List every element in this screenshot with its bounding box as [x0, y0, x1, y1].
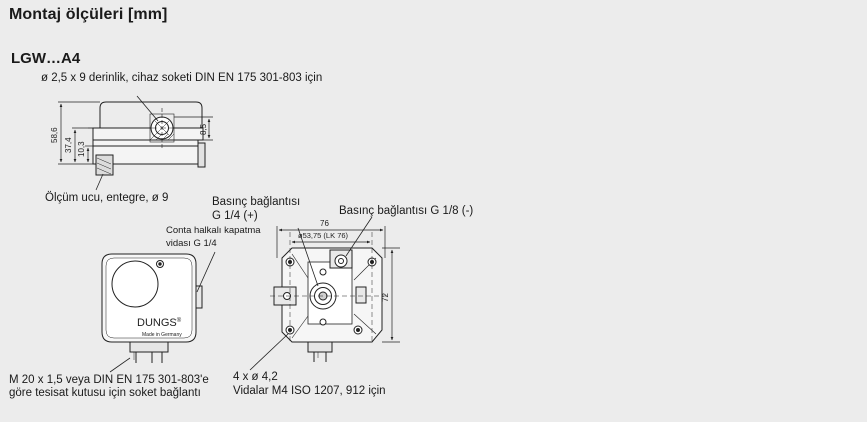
socket-connection-label-1: M 20 x 1,5 veya DIN EN 175 301-803'e [9, 374, 209, 386]
brand-logo: DUNGS® [137, 317, 182, 329]
socket-hole-label: ø 2,5 x 9 derinlik, cihaz soketi DIN EN … [41, 72, 323, 84]
dim-10-3: 10,3 [77, 141, 86, 157]
front-view-drawing [101, 251, 216, 373]
side-view-dimensions: 58,6 37,4 10,3 8,5 [50, 101, 213, 191]
dim-37-4: 37,4 [64, 137, 73, 153]
side-view-drawing [88, 95, 206, 176]
dim-76: 76 [320, 219, 329, 228]
rear-view-dimensions: 76 ø53,75 (LK 76) 72 [276, 219, 400, 343]
mounting-holes-label-2: Vidalar M4 ISO 1207, 912 için [233, 385, 386, 397]
rear-view-drawing [249, 216, 390, 371]
page-title: Montaj ölçüleri [mm] [9, 6, 168, 23]
made-in-label: Made in Germany [142, 332, 182, 338]
socket-connection-label-2: göre tesisat kutusu için soket bağlantı [9, 387, 201, 399]
pressure-port-plus-label-1: Basınç bağlantısı [212, 196, 301, 208]
dim-72: 72 [381, 293, 390, 302]
model-heading: LGW…A4 [11, 50, 81, 67]
test-nipple-label: Ölçüm ucu, entegre, ø 9 [45, 192, 169, 204]
dim-58-6: 58,6 [50, 127, 59, 143]
seal-cap-label-1: Conta halkalı kapatma [166, 225, 261, 236]
pressure-port-minus-label: Basınç bağlantısı G 1/8 (-) [339, 205, 474, 217]
mounting-holes-label-1: 4 x ø 4,2 [233, 371, 278, 383]
dim-8-5: 8,5 [199, 123, 208, 135]
pressure-port-plus-label-2: G 1/4 (+) [212, 210, 258, 222]
dim-hole-circle: ø53,75 (LK 76) [298, 231, 349, 240]
seal-cap-label-2: vidası G 1/4 [166, 238, 217, 249]
